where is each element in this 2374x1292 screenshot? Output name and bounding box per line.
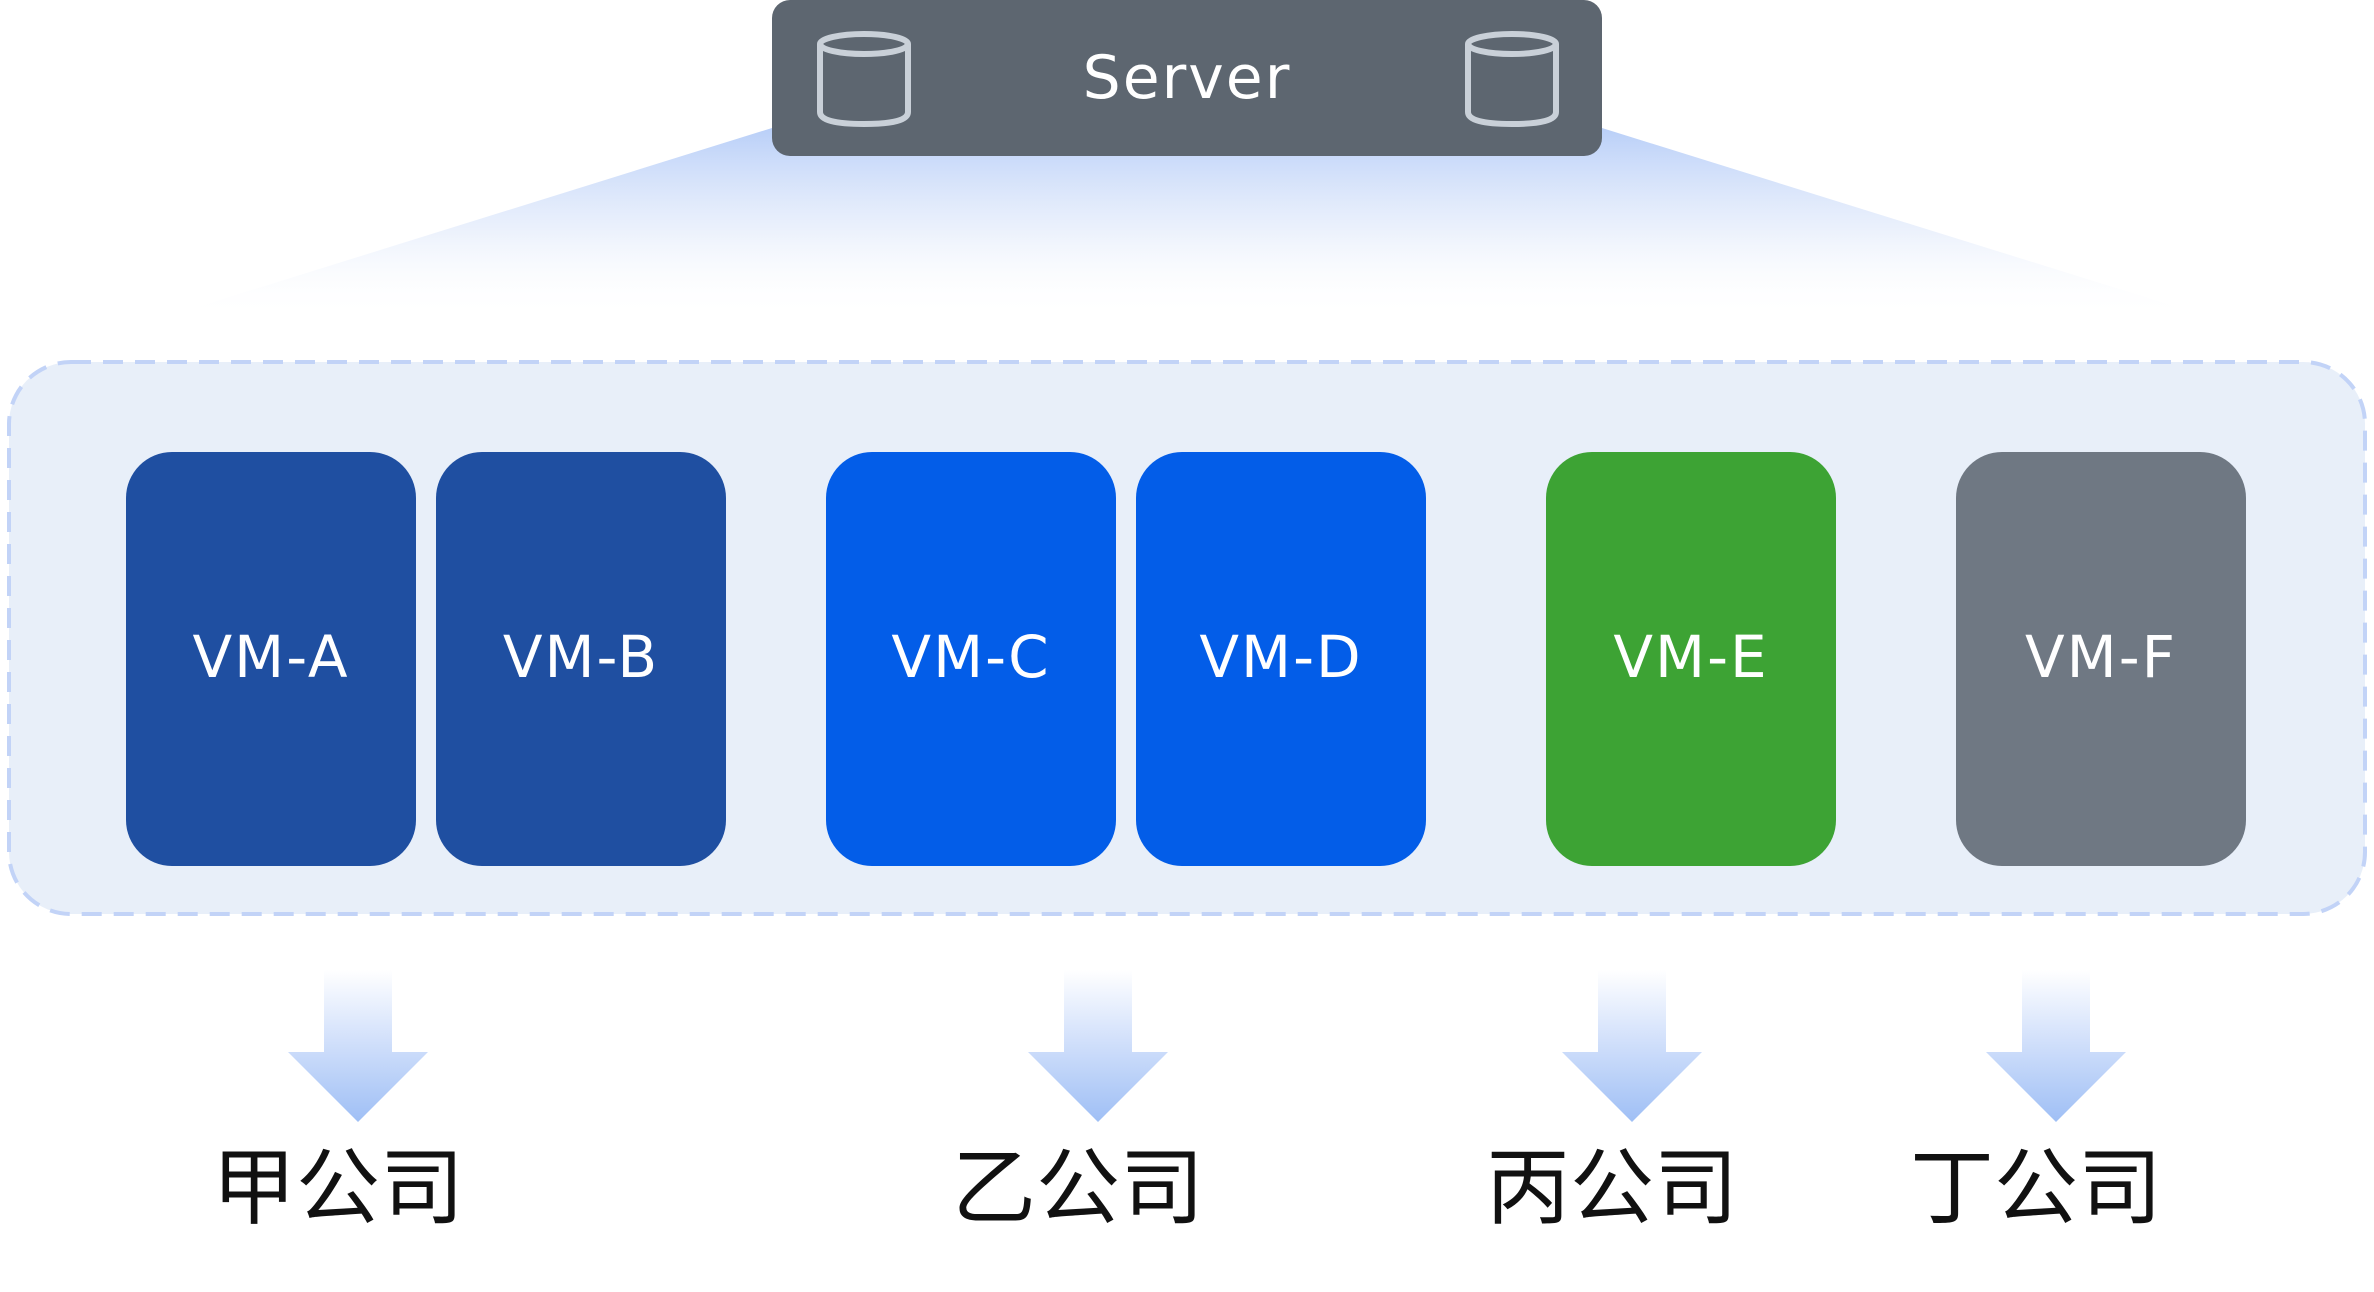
company-label-jia: 甲公司 <box>212 1139 464 1237</box>
database-icon <box>1465 31 1559 127</box>
vm-box-c[interactable]: VM-C <box>826 452 1116 866</box>
vm-box-d[interactable]: VM-D <box>1136 452 1426 866</box>
vm-box-f[interactable]: VM-F <box>1956 452 2246 866</box>
down-arrow <box>1986 970 2126 1122</box>
vm-box-b[interactable]: VM-B <box>436 452 726 866</box>
database-icon <box>817 31 911 127</box>
server-label: Server <box>1083 43 1292 113</box>
down-arrow <box>288 970 428 1122</box>
company-label-yi: 乙公司 <box>952 1139 1204 1237</box>
vm-label: VM-F <box>2025 623 2177 691</box>
server-box[interactable]: Server <box>772 0 1602 156</box>
vm-label: VM-B <box>503 623 659 691</box>
vm-label: VM-A <box>192 623 349 691</box>
down-arrow <box>1562 970 1702 1122</box>
vm-label: VM-D <box>1199 623 1362 691</box>
down-arrow <box>1028 970 1168 1122</box>
vm-label: VM-C <box>891 623 1050 691</box>
vm-box-a[interactable]: VM-A <box>126 452 416 866</box>
server-projection-fan <box>162 128 2212 318</box>
vm-label: VM-E <box>1613 623 1768 691</box>
company-label-bing: 丙公司 <box>1486 1139 1738 1237</box>
company-label-ding: 丁公司 <box>1910 1139 2162 1237</box>
vm-box-e[interactable]: VM-E <box>1546 452 1836 866</box>
